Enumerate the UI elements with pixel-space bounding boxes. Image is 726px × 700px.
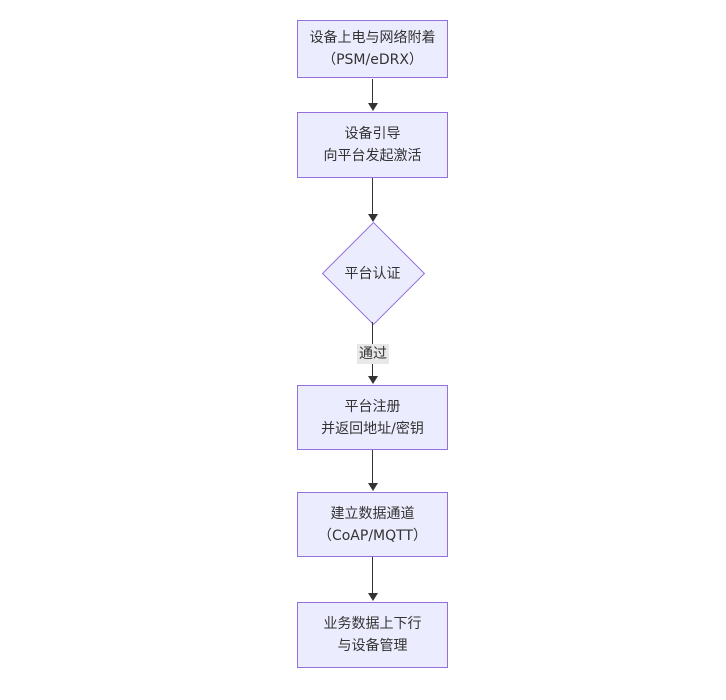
node-text-line: 向平台发起激活 xyxy=(323,148,422,164)
arrow-line xyxy=(372,178,373,216)
node-text-line: 设备引导 xyxy=(344,126,401,142)
arrow-line xyxy=(372,557,373,595)
arrow-line xyxy=(372,79,373,105)
node-bootstrap: 设备引导 向平台发起激活 xyxy=(297,112,448,178)
node-business-mgmt: 业务数据上下行 与设备管理 xyxy=(297,602,448,668)
node-text-line: 设备上电与网络附着 xyxy=(309,30,436,46)
decision-label: 平台认证 xyxy=(344,265,401,282)
node-power-attach: 设备上电与网络附着 （PSM/eDRX） xyxy=(297,20,448,78)
arrowhead-down-icon xyxy=(368,103,378,111)
arrowhead-down-icon xyxy=(368,483,378,491)
node-register: 平台注册 并返回地址/密钥 xyxy=(297,385,448,450)
arrowhead-down-icon xyxy=(368,376,378,384)
node-text-line: 建立数据通道 xyxy=(330,505,415,522)
node-text-line: 业务数据上下行 xyxy=(323,616,422,632)
node-text-line: （CoAP/MQTT） xyxy=(317,527,428,544)
arrowhead-down-icon xyxy=(368,214,378,222)
node-text-line: 与设备管理 xyxy=(337,638,408,654)
node-text-line: 平台注册 xyxy=(344,398,401,415)
node-text-line: 并返回地址/密钥 xyxy=(321,420,424,437)
arrow-line xyxy=(372,450,373,485)
node-data-channel: 建立数据通道 （CoAP/MQTT） xyxy=(297,492,448,557)
node-text-line: （PSM/eDRX） xyxy=(322,52,423,68)
edge-label-pass: 通过 xyxy=(357,344,389,364)
arrowhead-down-icon xyxy=(368,593,378,601)
